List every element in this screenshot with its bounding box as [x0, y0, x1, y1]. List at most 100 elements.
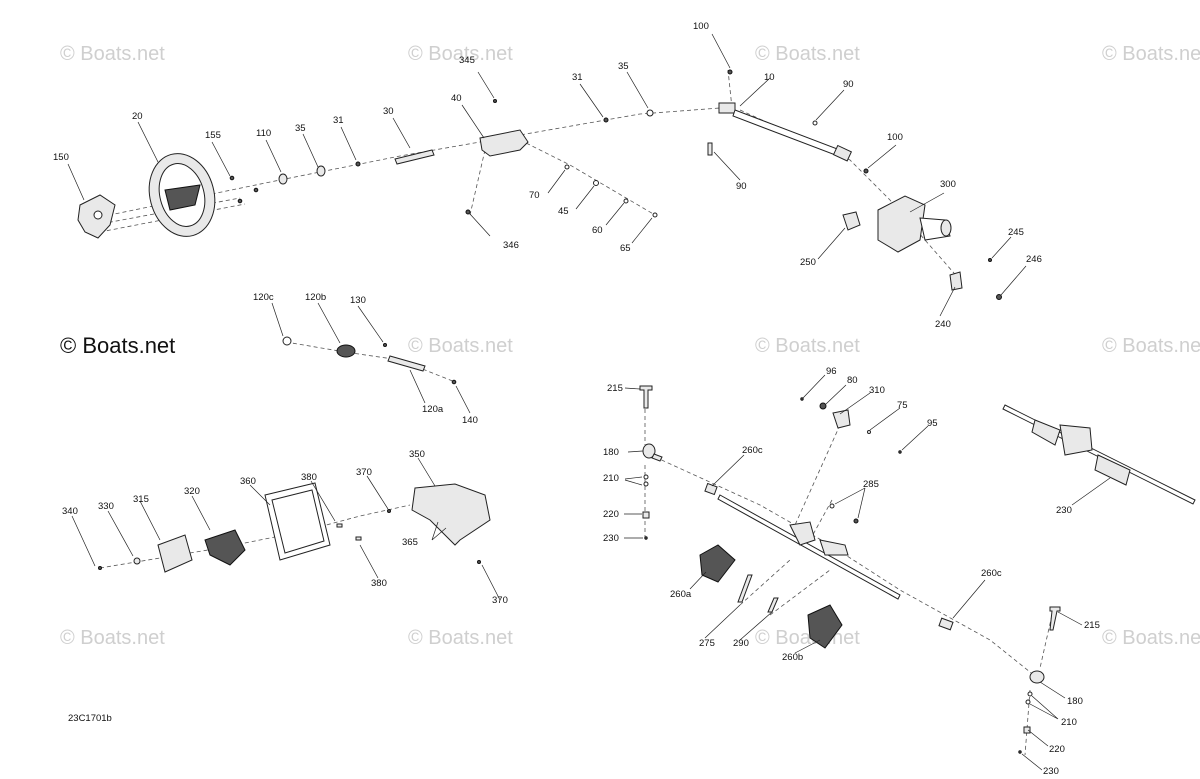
bracket-icon[interactable] [949, 271, 963, 291]
callout-label: 70 [529, 190, 540, 201]
watermark: © Boats.net [755, 627, 860, 649]
callout-label: 260c [981, 568, 1002, 579]
watermark: © Boats.net [408, 335, 513, 357]
callout-label: 31 [572, 72, 583, 83]
nut-icon [819, 402, 827, 410]
seal-icon [282, 336, 292, 346]
callout-label: 360 [240, 476, 256, 487]
washer-icon [355, 161, 361, 167]
washer-icon [829, 503, 835, 509]
bolt-icon [988, 258, 992, 262]
nut-icon [863, 168, 869, 174]
callout-label: 40 [451, 93, 462, 104]
washer-icon [643, 481, 649, 487]
callout-label: 215 [607, 383, 623, 394]
callout-label: 90 [843, 79, 854, 90]
spacer-icon [316, 165, 326, 177]
steering-rack-subassembly [624, 374, 1196, 771]
callout-label: 245 [1008, 227, 1024, 238]
nut-icon [278, 173, 288, 185]
washer-icon [1025, 699, 1031, 705]
nut-icon [853, 518, 859, 524]
callout-label: 210 [1061, 717, 1077, 728]
callout-label: 380 [371, 578, 387, 589]
rubber-boot-icon[interactable] [699, 544, 736, 583]
watermarks: © Boats.net © Boats.net © Boats.net © Bo… [60, 43, 1200, 649]
callout-label: 380 [301, 472, 317, 483]
steering-shaft-subassembly [271, 302, 471, 414]
callout-label: 155 [205, 130, 221, 141]
callout-label: 140 [462, 415, 478, 426]
shaft-icon[interactable] [394, 149, 435, 165]
washer-icon [603, 117, 609, 123]
callout-label: 10 [764, 72, 775, 83]
steering-wheel-icon[interactable] [140, 146, 224, 244]
clamp-icon[interactable] [832, 409, 851, 429]
nut-icon [996, 294, 1002, 300]
steering-column-cover-icon[interactable] [411, 483, 491, 546]
bolt-icon [800, 397, 804, 401]
callout-label: 90 [736, 181, 747, 192]
callout-label: 35 [618, 61, 629, 72]
switch-panel-icon[interactable] [204, 529, 246, 566]
screw-icon [98, 566, 102, 570]
callout-label: 290 [733, 638, 749, 649]
rubber-boot-icon[interactable] [807, 604, 843, 649]
bolt-icon [767, 597, 779, 613]
steering-rack-icon[interactable] [717, 494, 901, 600]
callout-label: 110 [256, 128, 271, 139]
grommet-icon [336, 523, 343, 528]
watermark: © Boats.net [408, 627, 513, 649]
screw-icon [477, 560, 481, 564]
bolt-icon [493, 99, 497, 103]
cotter-pin-icon [1018, 750, 1022, 754]
figure-reference: 23C1701b [68, 713, 112, 724]
callout-label: 60 [592, 225, 603, 236]
bolt-icon [639, 385, 653, 409]
shaft-icon[interactable] [387, 355, 426, 372]
callout-label: 300 [940, 179, 956, 190]
nut-icon [1023, 726, 1031, 734]
callout-label: 220 [1049, 744, 1065, 755]
intermediate-shaft-icon[interactable] [718, 102, 853, 162]
callout-label: 330 [98, 501, 114, 512]
column-bracket-icon[interactable] [479, 129, 529, 157]
callout-label: 180 [603, 447, 619, 458]
nut-icon [642, 511, 650, 519]
callout-label: 350 [409, 449, 425, 460]
watermark: © Boats.net [1102, 43, 1200, 65]
washer-icon [564, 164, 570, 170]
callout-label: 230 [1056, 505, 1072, 516]
callout-label: 320 [184, 486, 200, 497]
screw-icon [383, 343, 387, 347]
callout-label: 80 [847, 375, 858, 386]
steering-rack-overview-icon[interactable] [1002, 404, 1196, 505]
washer-icon [593, 180, 599, 186]
power-steering-unit-icon[interactable] [877, 195, 952, 253]
callout-label: 370 [356, 467, 372, 478]
callout-label: 340 [62, 506, 78, 517]
washer-icon [643, 474, 649, 480]
tie-rod-sleeve-icon [704, 482, 718, 496]
washer-icon [623, 198, 629, 204]
callout-label: 120c [253, 292, 274, 303]
callout-label: 100 [693, 21, 709, 32]
tie-rod-end-icon[interactable] [1029, 670, 1045, 684]
watermark: © Boats.net [60, 627, 165, 649]
callout-label: 20 [132, 111, 143, 122]
callout-label: 130 [350, 295, 366, 306]
callout-labels: 150 20 155 110 35 31 30 345 40 31 35 100… [53, 21, 1100, 777]
emblem-icon [93, 210, 103, 220]
callout-label: 370 [492, 595, 508, 606]
callout-label: 150 [53, 152, 69, 163]
mount-bracket-icon[interactable] [842, 211, 861, 231]
dash-cover-subassembly [71, 457, 501, 601]
nut-icon [465, 209, 471, 215]
callout-label: 31 [333, 115, 344, 126]
bezel-icon[interactable] [157, 534, 193, 573]
tie-rod-end-icon[interactable] [642, 443, 663, 462]
callout-label: 180 [1067, 696, 1083, 707]
callout-label: 250 [800, 257, 816, 268]
callout-label: 230 [1043, 766, 1059, 777]
callout-label: 45 [558, 206, 569, 217]
